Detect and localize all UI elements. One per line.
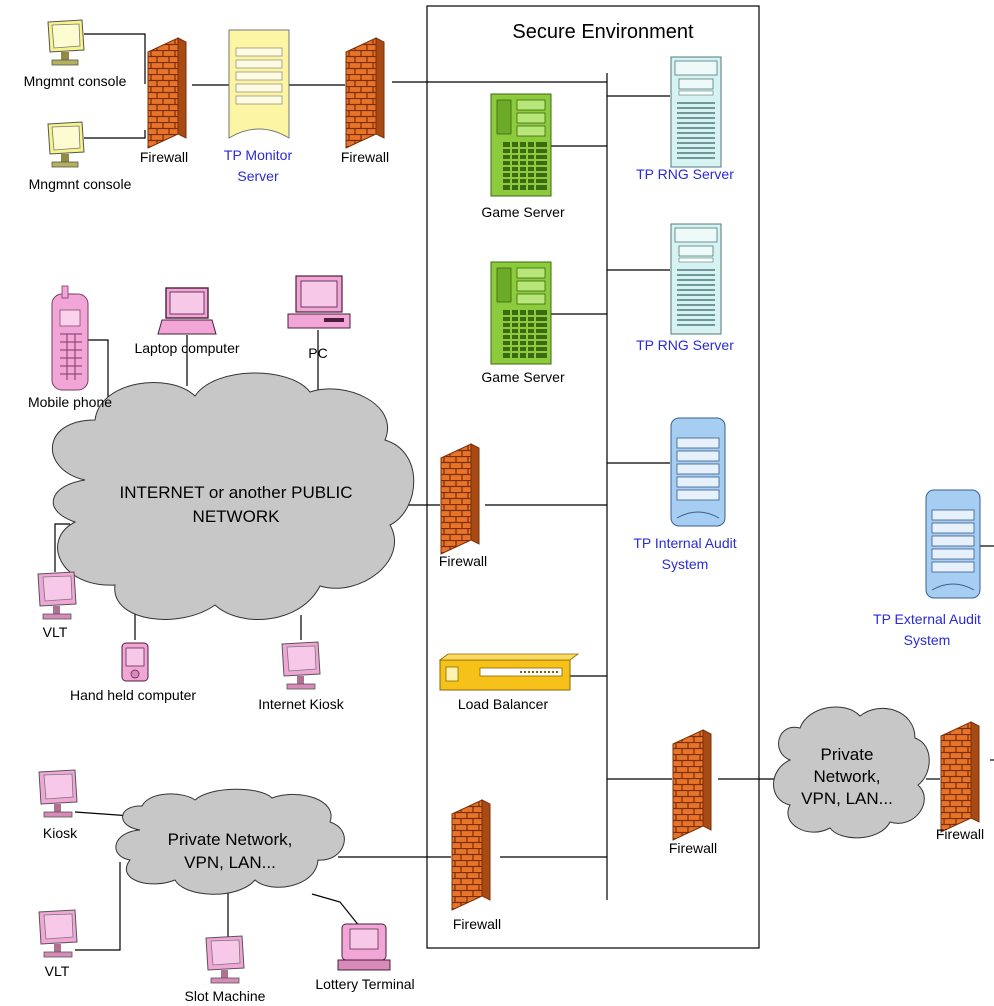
tp-monitor-server: TP Monitor Server bbox=[224, 29, 293, 184]
external-audit-label-1: TP External Audit bbox=[873, 611, 981, 627]
slot-machine-label: Slot Machine bbox=[185, 988, 266, 1004]
secure-environment-box bbox=[426, 5, 760, 949]
rng-server-1: TP RNG Server bbox=[636, 56, 734, 182]
vlt-1: VLT bbox=[37, 571, 77, 640]
rng-server-2: TP RNG Server bbox=[636, 223, 734, 353]
private-right-label-3: VPN, LAN... bbox=[801, 789, 893, 808]
game-server-2: Game Server bbox=[481, 261, 565, 385]
lottery-terminal: Lottery Terminal bbox=[315, 923, 415, 992]
internal-audit-label-1: TP Internal Audit bbox=[633, 535, 736, 551]
connection-lines bbox=[54, 33, 994, 951]
game-server-1-label: Game Server bbox=[481, 204, 565, 220]
kiosk-label: Kiosk bbox=[43, 825, 78, 841]
vlt-2-label: VLT bbox=[45, 963, 70, 979]
private-network-cloud-left: Private Network, VPN, LAN... bbox=[115, 788, 345, 895]
rng-server-2-label: TP RNG Server bbox=[636, 337, 734, 353]
management-console-1: Mngmnt console bbox=[24, 19, 127, 89]
internet-kiosk-label: Internet Kiosk bbox=[258, 696, 345, 712]
secure-environment-title: Secure Environment bbox=[512, 21, 694, 43]
firewall-top-left-label: Firewall bbox=[140, 149, 188, 165]
lottery-terminal-label: Lottery Terminal bbox=[315, 976, 414, 992]
firewall-bottom-label: Firewall bbox=[453, 916, 501, 932]
vlt-2: VLT bbox=[38, 909, 78, 979]
tp-monitor-label-2: Server bbox=[237, 168, 279, 184]
firewall-icon-top-left: Firewall bbox=[140, 37, 188, 165]
private-right-label-2: Network, bbox=[813, 767, 880, 786]
internet-kiosk: Internet Kiosk bbox=[258, 641, 345, 712]
management-console-2-label: Mngmnt console bbox=[29, 176, 132, 192]
hand-held-label: Hand held computer bbox=[70, 687, 196, 703]
firewall-icon-bottom: Firewall bbox=[451, 799, 501, 932]
firewall-right-inner-label: Firewall bbox=[669, 840, 717, 856]
internal-audit-label-2: System bbox=[662, 556, 709, 572]
private-right-label-1: Private bbox=[821, 745, 874, 764]
game-server-1: Game Server bbox=[481, 93, 565, 220]
internet-cloud: INTERNET or another PUBLIC NETWORK bbox=[51, 372, 415, 620]
mobile-phone: Mobile phone bbox=[28, 285, 112, 410]
firewall-internet-label: Firewall bbox=[439, 553, 487, 569]
private-left-label-2: VPN, LAN... bbox=[184, 853, 276, 872]
external-audit-server: TP External Audit System bbox=[873, 489, 981, 648]
laptop-computer: Laptop computer bbox=[134, 287, 240, 356]
rng-server-1-label: TP RNG Server bbox=[636, 166, 734, 182]
firewall-right-outer-label: Firewall bbox=[936, 826, 984, 842]
vlt-1-label: VLT bbox=[43, 624, 68, 640]
firewall-icon-right-inner: Firewall bbox=[669, 729, 717, 856]
internal-audit-server: TP Internal Audit System bbox=[633, 417, 737, 572]
private-network-cloud-right: Private Network, VPN, LAN... bbox=[773, 706, 930, 839]
management-console-2: Mngmnt console bbox=[29, 121, 132, 192]
tp-monitor-label-1: TP Monitor bbox=[224, 147, 293, 163]
slot-machine: Slot Machine bbox=[185, 935, 266, 1004]
firewall-top-mid-label: Firewall bbox=[341, 149, 389, 165]
firewall-icon-internet: Firewall bbox=[439, 443, 487, 569]
laptop-label: Laptop computer bbox=[134, 340, 239, 356]
management-console-1-label: Mngmnt console bbox=[24, 73, 127, 89]
pc-label: PC bbox=[308, 345, 327, 361]
firewall-icon-right-outer: Firewall bbox=[936, 721, 984, 842]
game-server-2-label: Game Server bbox=[481, 369, 565, 385]
mobile-phone-label: Mobile phone bbox=[28, 394, 112, 410]
pc: PC bbox=[287, 275, 351, 361]
external-audit-label-2: System bbox=[904, 632, 951, 648]
internet-cloud-label-2: NETWORK bbox=[193, 507, 281, 526]
internet-cloud-label-1: INTERNET or another PUBLIC bbox=[119, 483, 352, 502]
firewall-icon-top-mid: Firewall bbox=[341, 37, 389, 165]
hand-held-computer: Hand held computer bbox=[70, 642, 196, 703]
private-left-label-1: Private Network, bbox=[168, 830, 293, 849]
load-balancer-label: Load Balancer bbox=[458, 696, 549, 712]
load-balancer: Load Balancer bbox=[438, 653, 580, 712]
kiosk: Kiosk bbox=[38, 769, 78, 841]
